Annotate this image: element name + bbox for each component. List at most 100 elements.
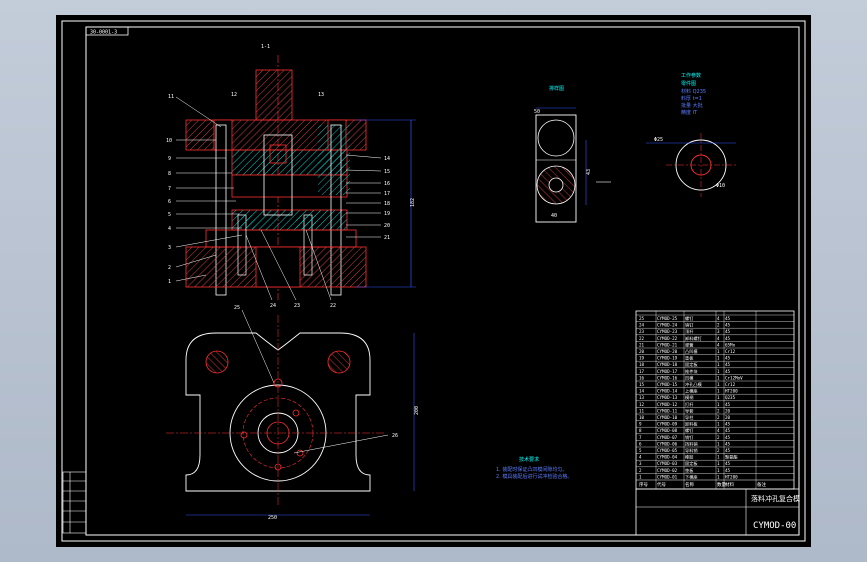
screw-hole-2: [292, 409, 300, 417]
strip-layout-view: 排样图 43 40 50: [534, 85, 611, 223]
leader-labels-bottom: 24 23 22: [270, 303, 336, 309]
bom-cell: 1: [717, 474, 720, 479]
leader-4: 4: [168, 226, 171, 232]
bom-cell: CYMOD-16: [657, 375, 678, 380]
layout-title: 排样图: [549, 85, 564, 92]
leader-21: 21: [384, 235, 390, 241]
leader-labels-top: 12 13: [231, 92, 324, 98]
plan-leader-25-line: [241, 309, 275, 384]
bom-cell: CYMOD-25: [657, 316, 678, 321]
bom-cell: HT200: [725, 389, 738, 394]
bom-cell: 1: [717, 356, 720, 361]
bom-cell: 1: [717, 389, 720, 394]
bom-header-cell: 名称: [685, 481, 694, 488]
bom-cell: 顶杆: [685, 328, 694, 335]
bom-cell: CYMOD-18: [657, 362, 678, 367]
bom-cell: 凹模: [685, 374, 694, 381]
leaders-left-lines: [175, 96, 243, 282]
guide-hole-right: [327, 350, 351, 374]
strip-outline: [535, 114, 577, 223]
plan-leader-26-line: [293, 434, 389, 454]
part-width-dim: 40: [551, 213, 557, 219]
bom-cell: CYMOD-23: [657, 329, 678, 334]
bom-cell: 聚氨酯: [725, 454, 738, 461]
inner-punch: [263, 134, 293, 216]
bom-cell: 45: [725, 336, 731, 341]
corner-code: 30-0001-3: [90, 30, 117, 36]
strip-blank-2-hole: [548, 177, 564, 193]
leader-24: 24: [270, 303, 276, 309]
bom-cell: 2: [717, 323, 720, 328]
plan-height-dim: 200: [414, 406, 420, 415]
leader-20: 20: [384, 223, 390, 229]
lower-hatch-left: [241, 215, 255, 229]
bom-cell: 垫板: [685, 467, 694, 474]
leader-23: 23: [294, 303, 300, 309]
bom-cell: 9: [639, 422, 642, 427]
leader-5: 5: [168, 212, 171, 218]
bom-cell: 打杆: [685, 401, 694, 408]
bom-cell: 1: [717, 461, 720, 466]
bom-cell: 导柱: [685, 414, 694, 421]
bom-cell: CYMOD-21: [657, 342, 678, 347]
bom-cell: CYMOD-04: [657, 455, 678, 460]
bom-cell: 14: [639, 389, 645, 394]
die-shank: [255, 69, 293, 121]
bom-header-cell: 序号: [639, 481, 648, 488]
bom-cell: CYMOD-24: [657, 323, 678, 328]
leaders-right-lines: [345, 154, 382, 238]
bom-cell: 20: [725, 408, 731, 413]
bom-cell: 1: [717, 422, 720, 427]
bom-header-cell: 材料: [725, 481, 734, 488]
bom-cell: HT200: [725, 474, 738, 479]
guide-hole-left: [205, 350, 229, 374]
bom-cell: 45: [725, 329, 731, 334]
bom-cell: 45: [725, 316, 731, 321]
bom-cell: 21: [639, 342, 645, 347]
bom-cell: 垫板: [685, 355, 694, 362]
bom-cell: CYMOD-14: [657, 389, 678, 394]
bom-cell: 22: [639, 336, 645, 341]
spec-title: 工作参数: [681, 72, 701, 79]
bom-cell: 1: [717, 382, 720, 387]
bom-cell: Q235: [725, 395, 736, 400]
bom-cell: 45: [725, 441, 731, 446]
bom-cell: 16: [639, 375, 645, 380]
bom-cell: Cr12MoV: [725, 375, 743, 380]
side-stamp-table: [62, 471, 87, 534]
cad-viewport[interactable]: 30-0001-3 1-1: [56, 15, 811, 547]
bom-cell: 45: [725, 422, 731, 427]
bom-cell: 45: [725, 323, 731, 328]
bom-cell: 2: [717, 448, 720, 453]
bom-cell: 推件块: [685, 368, 698, 375]
leader-11: 11: [168, 94, 174, 100]
bom-cell: 45: [725, 435, 731, 440]
bom-cell: CYMOD-22: [657, 336, 678, 341]
bom-cell: 24: [639, 323, 645, 328]
bom-cell: 4: [717, 336, 720, 341]
bom-cell: 45: [725, 461, 731, 466]
bom-cell: CYMOD-07: [657, 435, 678, 440]
bom-cell: Cr12: [725, 349, 736, 354]
bom-cell: 1: [717, 395, 720, 400]
bom-cell: CYMOD-03: [657, 461, 678, 466]
part-view-title: 零件图: [681, 80, 696, 87]
leader-labels-right: 14 15 16 17 18 19 20 21: [384, 156, 390, 241]
bom-cell: 挡料销: [685, 440, 698, 447]
leader-16: 16: [384, 181, 390, 187]
bom-cell: 导套: [685, 407, 694, 414]
bom-cell: 销钉: [685, 322, 694, 329]
leaders-bottom-lines: [245, 229, 332, 301]
bom-cell: 20: [725, 415, 731, 420]
leader-17: 17: [384, 191, 390, 197]
bom-cell: 2: [717, 435, 720, 440]
section-view: 1-1 182: [175, 44, 416, 301]
bom-cell: 7: [639, 435, 642, 440]
bom-cell: 弹簧: [685, 341, 693, 348]
bom-cell: 2: [639, 468, 642, 473]
guide-pillar-right: [330, 124, 342, 296]
bom-cell: 25: [639, 316, 645, 321]
screw-hole-3: [296, 449, 304, 457]
bom-cell: CYMOD-12: [657, 402, 678, 407]
